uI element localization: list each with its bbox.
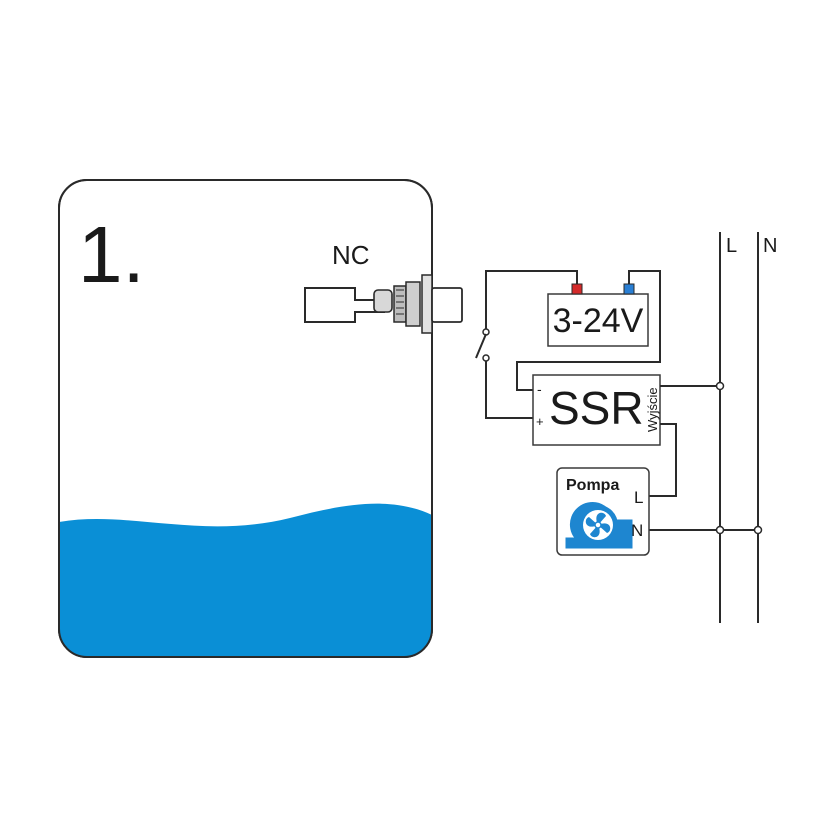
pump-N-label: N [631,521,643,540]
water [59,503,432,657]
output-wiring [649,381,763,535]
ssr: - + SSR Wyjście [532,374,661,446]
float-switch-label: NC [332,240,370,270]
pump: Pompa L N [556,467,650,556]
line-N-label: N [763,235,777,257]
power-supply: 3-24V [547,283,649,347]
float-switch-icon: NC [304,240,463,334]
pump-fan-icon [565,502,633,549]
step-number: 1. [78,210,145,299]
ssr-label: SSR [549,382,644,434]
ssr-minus: - [537,381,542,397]
ssr-plus: + [536,414,544,429]
mains-lines: L N [719,232,777,623]
pump-L-label: L [634,488,643,507]
ssr-output-label: Wyjście [645,387,660,432]
power-supply-label: 3-24V [553,302,644,340]
control-wiring [475,270,661,419]
pump-label: Pompa [566,477,619,494]
line-L-label: L [726,235,737,257]
